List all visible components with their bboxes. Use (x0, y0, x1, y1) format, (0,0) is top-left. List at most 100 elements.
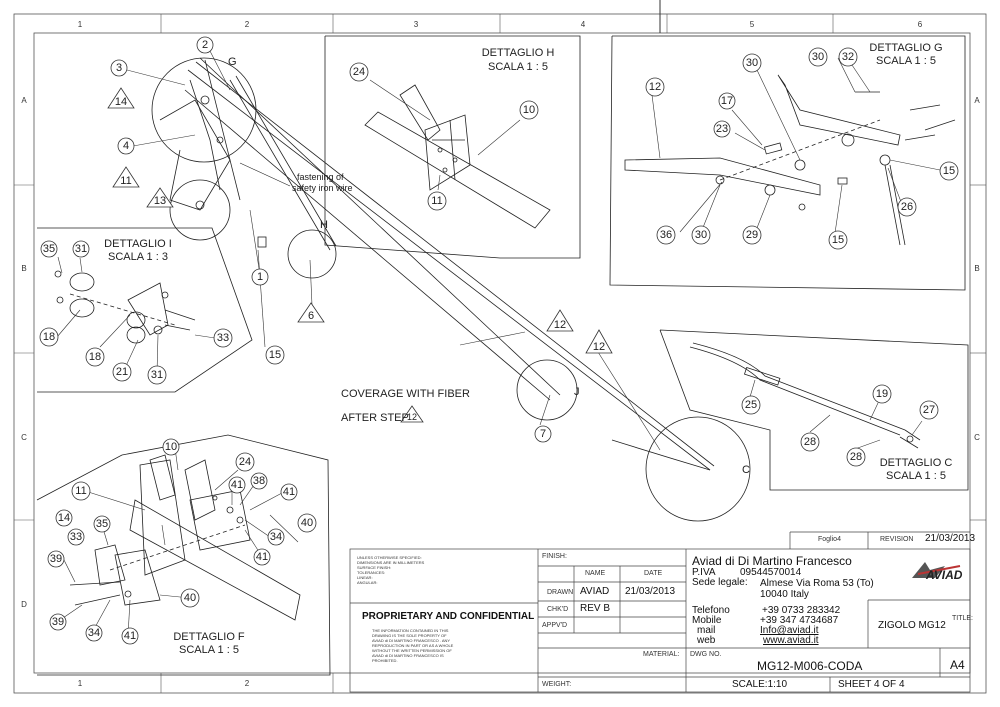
detail-c-scale: SCALA 1 : 5 (886, 470, 946, 482)
sede-city: 10040 Italy (760, 589, 809, 600)
aviad-logo: AVIAD (912, 562, 963, 582)
balloon-40-b: 40 (184, 592, 196, 604)
tolerance-note: ANGULAR: (357, 580, 378, 585)
balloon-1: 1 (257, 271, 263, 283)
note-coverage: COVERAGE WITH FIBER (341, 388, 470, 400)
balloon-31-i2: 31 (151, 369, 163, 381)
detail-g-boundary (609, 35, 966, 291)
weight-label: WEIGHT: (542, 681, 572, 688)
circle-letter-j: J (574, 386, 580, 398)
detail-g-drawing (624, 74, 956, 246)
drawn-label: DRAWN (547, 589, 574, 596)
name-header: NAME (585, 570, 606, 577)
zone-ticks (14, 14, 986, 693)
balloon-24-h: 24 (353, 66, 365, 78)
balloon-14-f: 14 (58, 512, 70, 524)
zone-col-2: 2 (245, 20, 250, 29)
tolerance-note: UNLESS OTHERWISE SPECIFIED: (357, 555, 422, 560)
triangles (107, 87, 613, 423)
date-header: DATE (644, 570, 663, 577)
balloon-41-d: 41 (124, 630, 136, 642)
balloon-18-a: 18 (43, 331, 55, 343)
detail-f-scale: SCALA 1 : 5 (179, 644, 239, 656)
balloon-29: 29 (746, 229, 758, 241)
circle-letter-h: H (320, 219, 328, 231)
outer-frame (13, 13, 987, 694)
balloon-18-b: 18 (89, 351, 101, 363)
detail-h-scale: SCALA 1 : 5 (488, 61, 548, 73)
mobile-label: Mobile (692, 615, 722, 626)
balloon-35-f: 35 (96, 518, 108, 530)
detail-c-boundary (659, 329, 969, 491)
zone-col-5: 5 (750, 20, 755, 29)
detail-g-scale: SCALA 1 : 5 (876, 55, 936, 67)
triangle-13: 13 (154, 195, 166, 207)
zone-row-d-left: D (21, 600, 27, 609)
drawn-date: 21/03/2013 (625, 586, 676, 597)
zone-col-4: 4 (581, 20, 586, 29)
balloon-35-i: 35 (43, 243, 55, 255)
tolerance-notes: UNLESS OTHERWISE SPECIFIED: DIMENSIONS A… (357, 555, 424, 585)
revision-label: REVISION (880, 536, 914, 543)
zone-row-b-right: B (974, 264, 979, 273)
web-link[interactable]: www.aviad.it (763, 635, 819, 646)
balloon-11-h: 11 (431, 195, 442, 207)
web-label: web (697, 635, 716, 646)
triangle-14: 14 (115, 96, 127, 108)
balloon-30-a: 30 (746, 57, 758, 69)
balloon-4: 4 (123, 140, 129, 152)
sede-label: Sede legale: (692, 577, 748, 588)
balloon-23: 23 (716, 123, 728, 135)
balloon-39-a: 39 (50, 553, 62, 565)
title-label: TITLE: (952, 615, 974, 622)
proprietary-line: AVIAD di DI MARTINO FRANCESCO IS (372, 653, 444, 658)
balloon-19: 19 (876, 388, 888, 400)
circle-letter-g: G (228, 56, 237, 68)
balloon-10-h: 10 (523, 104, 535, 116)
balloon-27: 27 (923, 404, 935, 416)
tolerance-note: DIMENSIONS ARE IN MILLIMETERS (357, 560, 425, 565)
balloon-34-b: 34 (88, 627, 100, 639)
mail-label: mail (697, 625, 716, 636)
dwg-no-label: DWG NO. (690, 651, 722, 658)
finish-label: FINISH: (542, 553, 567, 560)
zone-row-a-left: A (21, 96, 27, 105)
balloon-34-a: 34 (270, 531, 282, 543)
balloon-2: 2 (202, 39, 208, 51)
zone-col-6: 6 (918, 20, 923, 29)
detail-i-boundary (37, 227, 253, 393)
note-safety-wire: safety iron wire (292, 183, 353, 193)
balloon-21: 21 (116, 366, 128, 378)
triangle-12-step: 12 (407, 412, 417, 422)
zone-row-a-right: A (974, 96, 980, 105)
zone-row-c-right: C (974, 433, 980, 442)
zone-row-c-left: C (21, 433, 27, 442)
proprietary-line: AVIAD di DI MARTINO FRANCESCO . ANY (372, 638, 451, 643)
balloon-10-f: 10 (165, 441, 177, 453)
balloon-15-g2: 15 (832, 234, 844, 246)
inner-frame (33, 32, 971, 674)
fastening-leader (239, 162, 291, 187)
detail-circles (151, 57, 751, 522)
scale-value: SCALE:1:10 (732, 679, 788, 690)
detail-c-drawing (689, 342, 921, 449)
zone-col-3: 3 (414, 20, 419, 29)
tolerance-note: LINEAR: (357, 575, 373, 580)
tolerance-note: SURFACE FINISH: (357, 565, 392, 570)
balloon-32: 32 (842, 51, 854, 63)
proprietary-line: DRAWING IS THE SOLE PROPERTY OF (372, 633, 447, 638)
proprietary-line: PROHIBITED. (372, 658, 398, 663)
title-block-lines (349, 531, 971, 693)
checked-label: CHK'D (547, 606, 569, 613)
balloon-26: 26 (901, 201, 913, 213)
balloon-33-f: 33 (70, 531, 82, 543)
triangle-11: 11 (120, 175, 131, 187)
detail-c-title: DETTAGLIO C (880, 457, 953, 469)
telefono-value: +39 0733 283342 (762, 605, 841, 616)
zone-row-b-left: B (21, 264, 26, 273)
mail-link[interactable]: Info@aviad.it (760, 625, 819, 636)
drawn-name: AVIAD (580, 586, 610, 597)
balloon-17: 17 (721, 95, 733, 107)
balloon-15-main: 15 (269, 349, 281, 361)
